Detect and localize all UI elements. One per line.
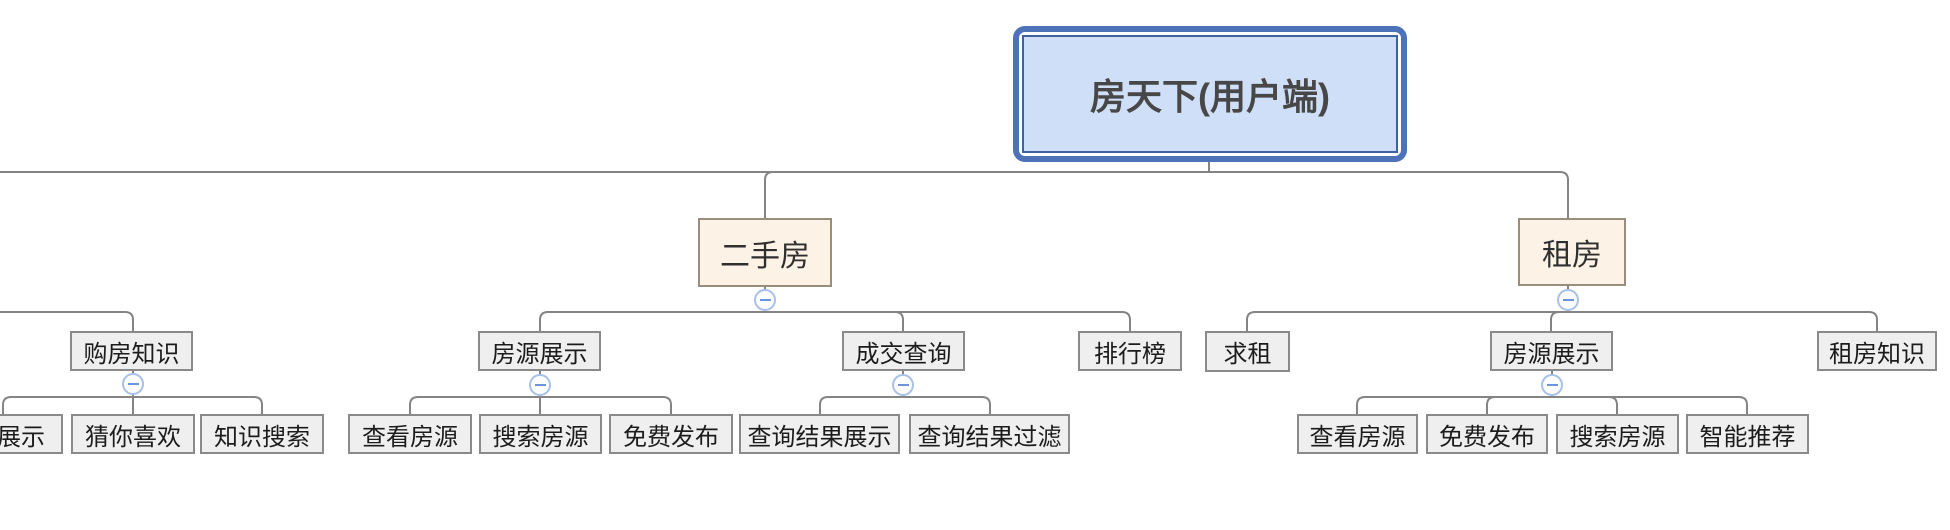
connector-edge — [133, 396, 263, 414]
connector-edge — [1550, 311, 1568, 331]
connector-edge — [903, 396, 991, 414]
connector-edge — [2, 396, 133, 414]
node-qiuzu[interactable]: 求租 — [1205, 331, 1290, 372]
node-chakan-fangyuan-ershou[interactable]: 查看房源 — [348, 414, 472, 454]
minus-icon — [759, 299, 771, 301]
minus-icon — [1546, 384, 1558, 386]
node-cai-ni-xihuan[interactable]: 猜你喜欢 — [71, 414, 195, 454]
minus-icon — [127, 383, 139, 385]
minus-icon — [1562, 299, 1574, 301]
connector-edge — [819, 396, 903, 414]
connector-edge — [1356, 396, 1552, 414]
node-zufang[interactable]: 租房 — [1518, 218, 1626, 286]
node-fangyuan-zhanshi-zufang[interactable]: 房源展示 — [1490, 331, 1613, 371]
node-zufang-zhishi[interactable]: 租房知识 — [1817, 331, 1937, 371]
minus-icon — [534, 384, 546, 386]
node-goufang-zhishi[interactable]: 购房知识 — [70, 331, 193, 371]
node-root[interactable]: 房天下(用户端) — [1013, 26, 1407, 162]
minus-icon — [897, 384, 909, 386]
node-chakan-fangyuan-zufang[interactable]: 查看房源 — [1297, 414, 1418, 454]
node-mianfei-fabu-ershou[interactable]: 免费发布 — [609, 414, 733, 454]
connector-edge — [1568, 311, 1878, 331]
connector-edge — [540, 396, 672, 414]
node-root-label: 房天下(用户端) — [1022, 35, 1398, 153]
node-zhishi-zhanshi-clipped[interactable]: 展示 — [0, 414, 63, 454]
collapse-icon-fangyuan-zhanshi-ershou[interactable] — [529, 374, 551, 396]
collapse-icon-goufang-zhishi[interactable] — [122, 373, 144, 395]
node-sousuo-fangyuan-ershou[interactable]: 搜索房源 — [479, 414, 602, 454]
node-chaxun-jieguo-guolv[interactable]: 查询结果过滤 — [909, 414, 1070, 454]
node-mianfei-fabu-zufang[interactable]: 免费发布 — [1426, 414, 1548, 454]
node-chengjiao-chaxun[interactable]: 成交查询 — [842, 331, 965, 371]
connector-edge — [409, 396, 540, 414]
node-fangyuan-zhanshi-ershou[interactable]: 房源展示 — [478, 331, 601, 371]
node-sousuo-fangyuan-zufang[interactable]: 搜索房源 — [1556, 414, 1679, 454]
collapse-icon-ershoufang[interactable] — [754, 289, 776, 311]
node-paihangbang[interactable]: 排行榜 — [1078, 331, 1182, 371]
connector-edge — [1552, 396, 1748, 414]
connector-edge — [0, 171, 1569, 218]
connector-edge — [539, 311, 765, 331]
collapse-icon-chengjiao-chaxun[interactable] — [892, 374, 914, 396]
connector-edge — [0, 311, 134, 331]
node-ershoufang[interactable]: 二手房 — [698, 218, 832, 287]
node-zhineng-tuijian[interactable]: 智能推荐 — [1686, 414, 1809, 454]
connector-edge — [765, 311, 1131, 331]
connector-edge — [1486, 396, 1552, 414]
node-chaxun-jieguo-zhanshi[interactable]: 查询结果展示 — [739, 414, 900, 454]
connector-edge — [1552, 396, 1618, 414]
collapse-icon-zufang[interactable] — [1557, 289, 1579, 311]
connector-edge — [765, 311, 904, 331]
connector-edge — [764, 171, 774, 218]
collapse-icon-fangyuan-zhanshi-zufang[interactable] — [1541, 374, 1563, 396]
connector-edge — [1246, 311, 1568, 331]
node-zhishi-sousuo[interactable]: 知识搜索 — [200, 414, 324, 454]
